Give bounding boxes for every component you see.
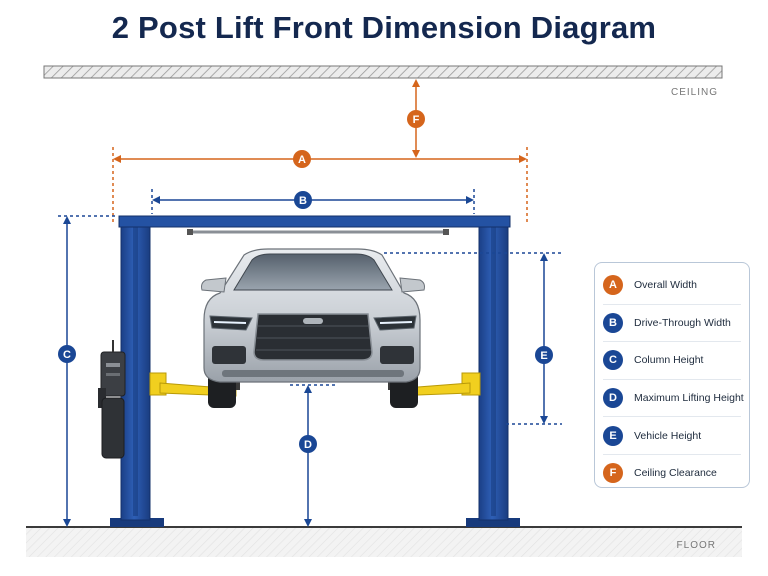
power-unit	[98, 340, 126, 459]
legend-item-e: E Vehicle Height	[603, 417, 741, 455]
legend-badge: A	[603, 275, 623, 296]
legend-item-d: D Maximum Lifting Height	[603, 380, 744, 418]
dimension-b-line	[151, 189, 475, 214]
legend-label: Vehicle Height	[634, 429, 702, 442]
marker-e: E	[535, 346, 553, 364]
legend-badge: D	[603, 388, 623, 409]
dimension-e-line	[384, 252, 562, 425]
dimension-c-line	[58, 215, 118, 527]
marker-b: B	[294, 191, 312, 209]
legend-badge: E	[603, 425, 623, 446]
left-column	[110, 215, 164, 527]
floor-label: FLOOR	[677, 540, 716, 551]
legend-badge: B	[603, 312, 623, 333]
svg-text:B: B	[299, 195, 307, 207]
legend-label: Ceiling Clearance	[634, 467, 717, 480]
legend-item-b: B Drive-Through Width	[603, 305, 741, 343]
dimension-d-line	[290, 384, 336, 527]
legend-badge: F	[603, 463, 623, 484]
svg-text:E: E	[540, 350, 547, 362]
right-column	[466, 215, 520, 527]
svg-text:A: A	[298, 154, 306, 166]
dimension-a-line	[112, 147, 528, 222]
marker-a: A	[293, 150, 311, 168]
marker-d: D	[299, 435, 317, 453]
legend-label: Column Height	[634, 354, 704, 367]
svg-text:F: F	[413, 114, 420, 126]
legend-label: Overall Width	[634, 279, 698, 292]
legend-label: Drive-Through Width	[634, 316, 731, 329]
legend-item-c: C Column Height	[603, 342, 741, 380]
svg-text:D: D	[304, 439, 312, 451]
floor	[26, 526, 742, 557]
vehicle	[201, 248, 425, 408]
ceiling	[43, 65, 723, 79]
legend-label: Maximum Lifting Height	[634, 392, 744, 405]
marker-c: C	[58, 345, 76, 363]
legend-badge: C	[603, 350, 623, 371]
diagram-title: 2 Post Lift Front Dimension Diagram	[111, 10, 657, 45]
marker-f: F	[407, 110, 425, 128]
legend-item-a: A Overall Width	[603, 267, 741, 305]
legend-item-f: F Ceiling Clearance	[603, 455, 741, 492]
ceiling-label: CEILING	[671, 87, 718, 98]
overhead-beam	[118, 215, 511, 235]
svg-text:C: C	[63, 349, 71, 361]
